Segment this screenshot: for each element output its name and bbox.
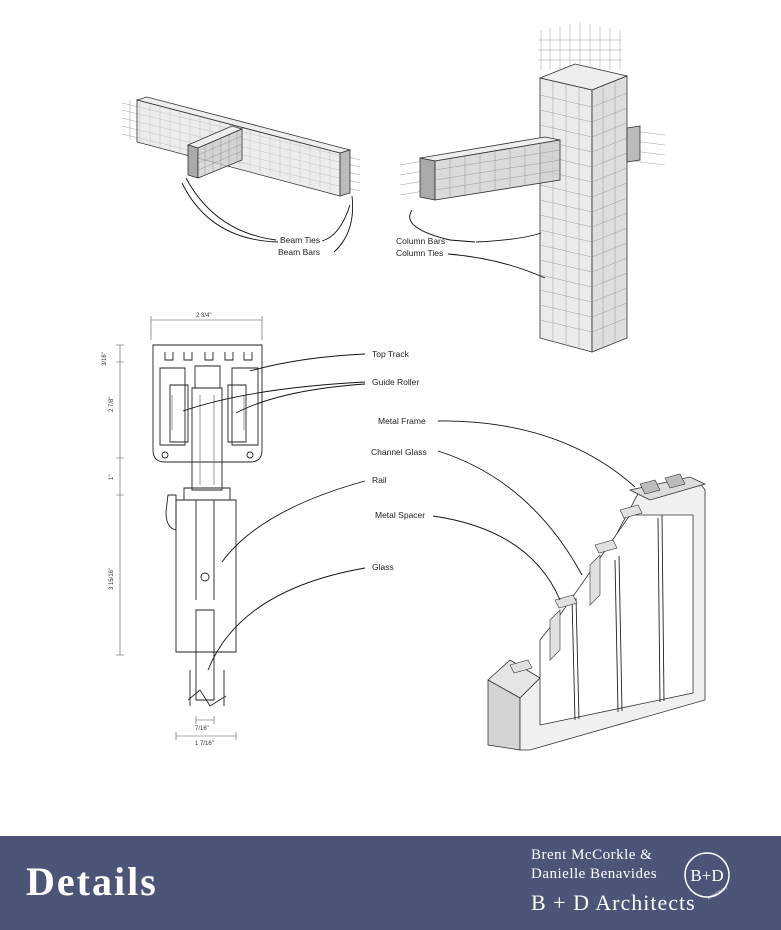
- label-metal-frame: Metal Frame: [378, 416, 426, 426]
- channel-glass-frame: [487, 473, 707, 751]
- track-section: 2 3/4" 3/16" 2 7/8" 1" 3 15/16" 7/16": [102, 313, 263, 747]
- beam-rebar-model: [121, 96, 361, 197]
- column-rebar-model: [399, 22, 666, 353]
- svg-text:ARCHITECTS: ARCHITECTS: [707, 885, 729, 900]
- label-glass: Glass: [372, 562, 394, 572]
- firm-name: B + D Architects: [531, 890, 696, 915]
- page-title: Details: [26, 859, 158, 904]
- firm-logo-icon: B+D ARCHITECTS: [684, 852, 730, 900]
- dim-d4: 3 15/16": [109, 568, 115, 590]
- footer-bar: Details Brent McCorkle & Danielle Benavi…: [0, 836, 781, 930]
- label-metal-spacer: Metal Spacer: [375, 510, 425, 520]
- dim-d2: 2 7/8": [109, 397, 115, 412]
- label-guide-roller: Guide Roller: [372, 377, 419, 387]
- architect-name-1: Brent McCorkle &: [531, 847, 653, 863]
- label-column-bars: Column Bars: [396, 236, 445, 246]
- dim-bottom-outer: 1 7/16": [195, 741, 214, 747]
- details-drawing: Beam Ties Beam Bars Column Bars Co: [102, 22, 707, 751]
- label-column-ties: Column Ties: [396, 248, 443, 258]
- dim-top-width: 2 3/4": [196, 313, 211, 319]
- label-rail: Rail: [372, 475, 387, 485]
- architect-names: Brent McCorkle & Danielle Benavides: [531, 846, 657, 884]
- label-channel-glass: Channel Glass: [371, 447, 427, 457]
- dim-d3: 1": [109, 475, 115, 480]
- label-top-track: Top Track: [372, 349, 410, 359]
- svg-text:B+D: B+D: [690, 866, 723, 885]
- leader-beam-ties: [185, 177, 277, 241]
- label-beam-ties: Beam Ties: [280, 235, 320, 245]
- dim-bottom-inner: 7/16": [195, 726, 209, 732]
- architect-name-2: Danielle Benavides: [531, 866, 658, 882]
- leader-beam-bars: [333, 195, 354, 253]
- label-beam-bars: Beam Bars: [278, 247, 320, 257]
- dim-d1: 3/16": [102, 352, 108, 366]
